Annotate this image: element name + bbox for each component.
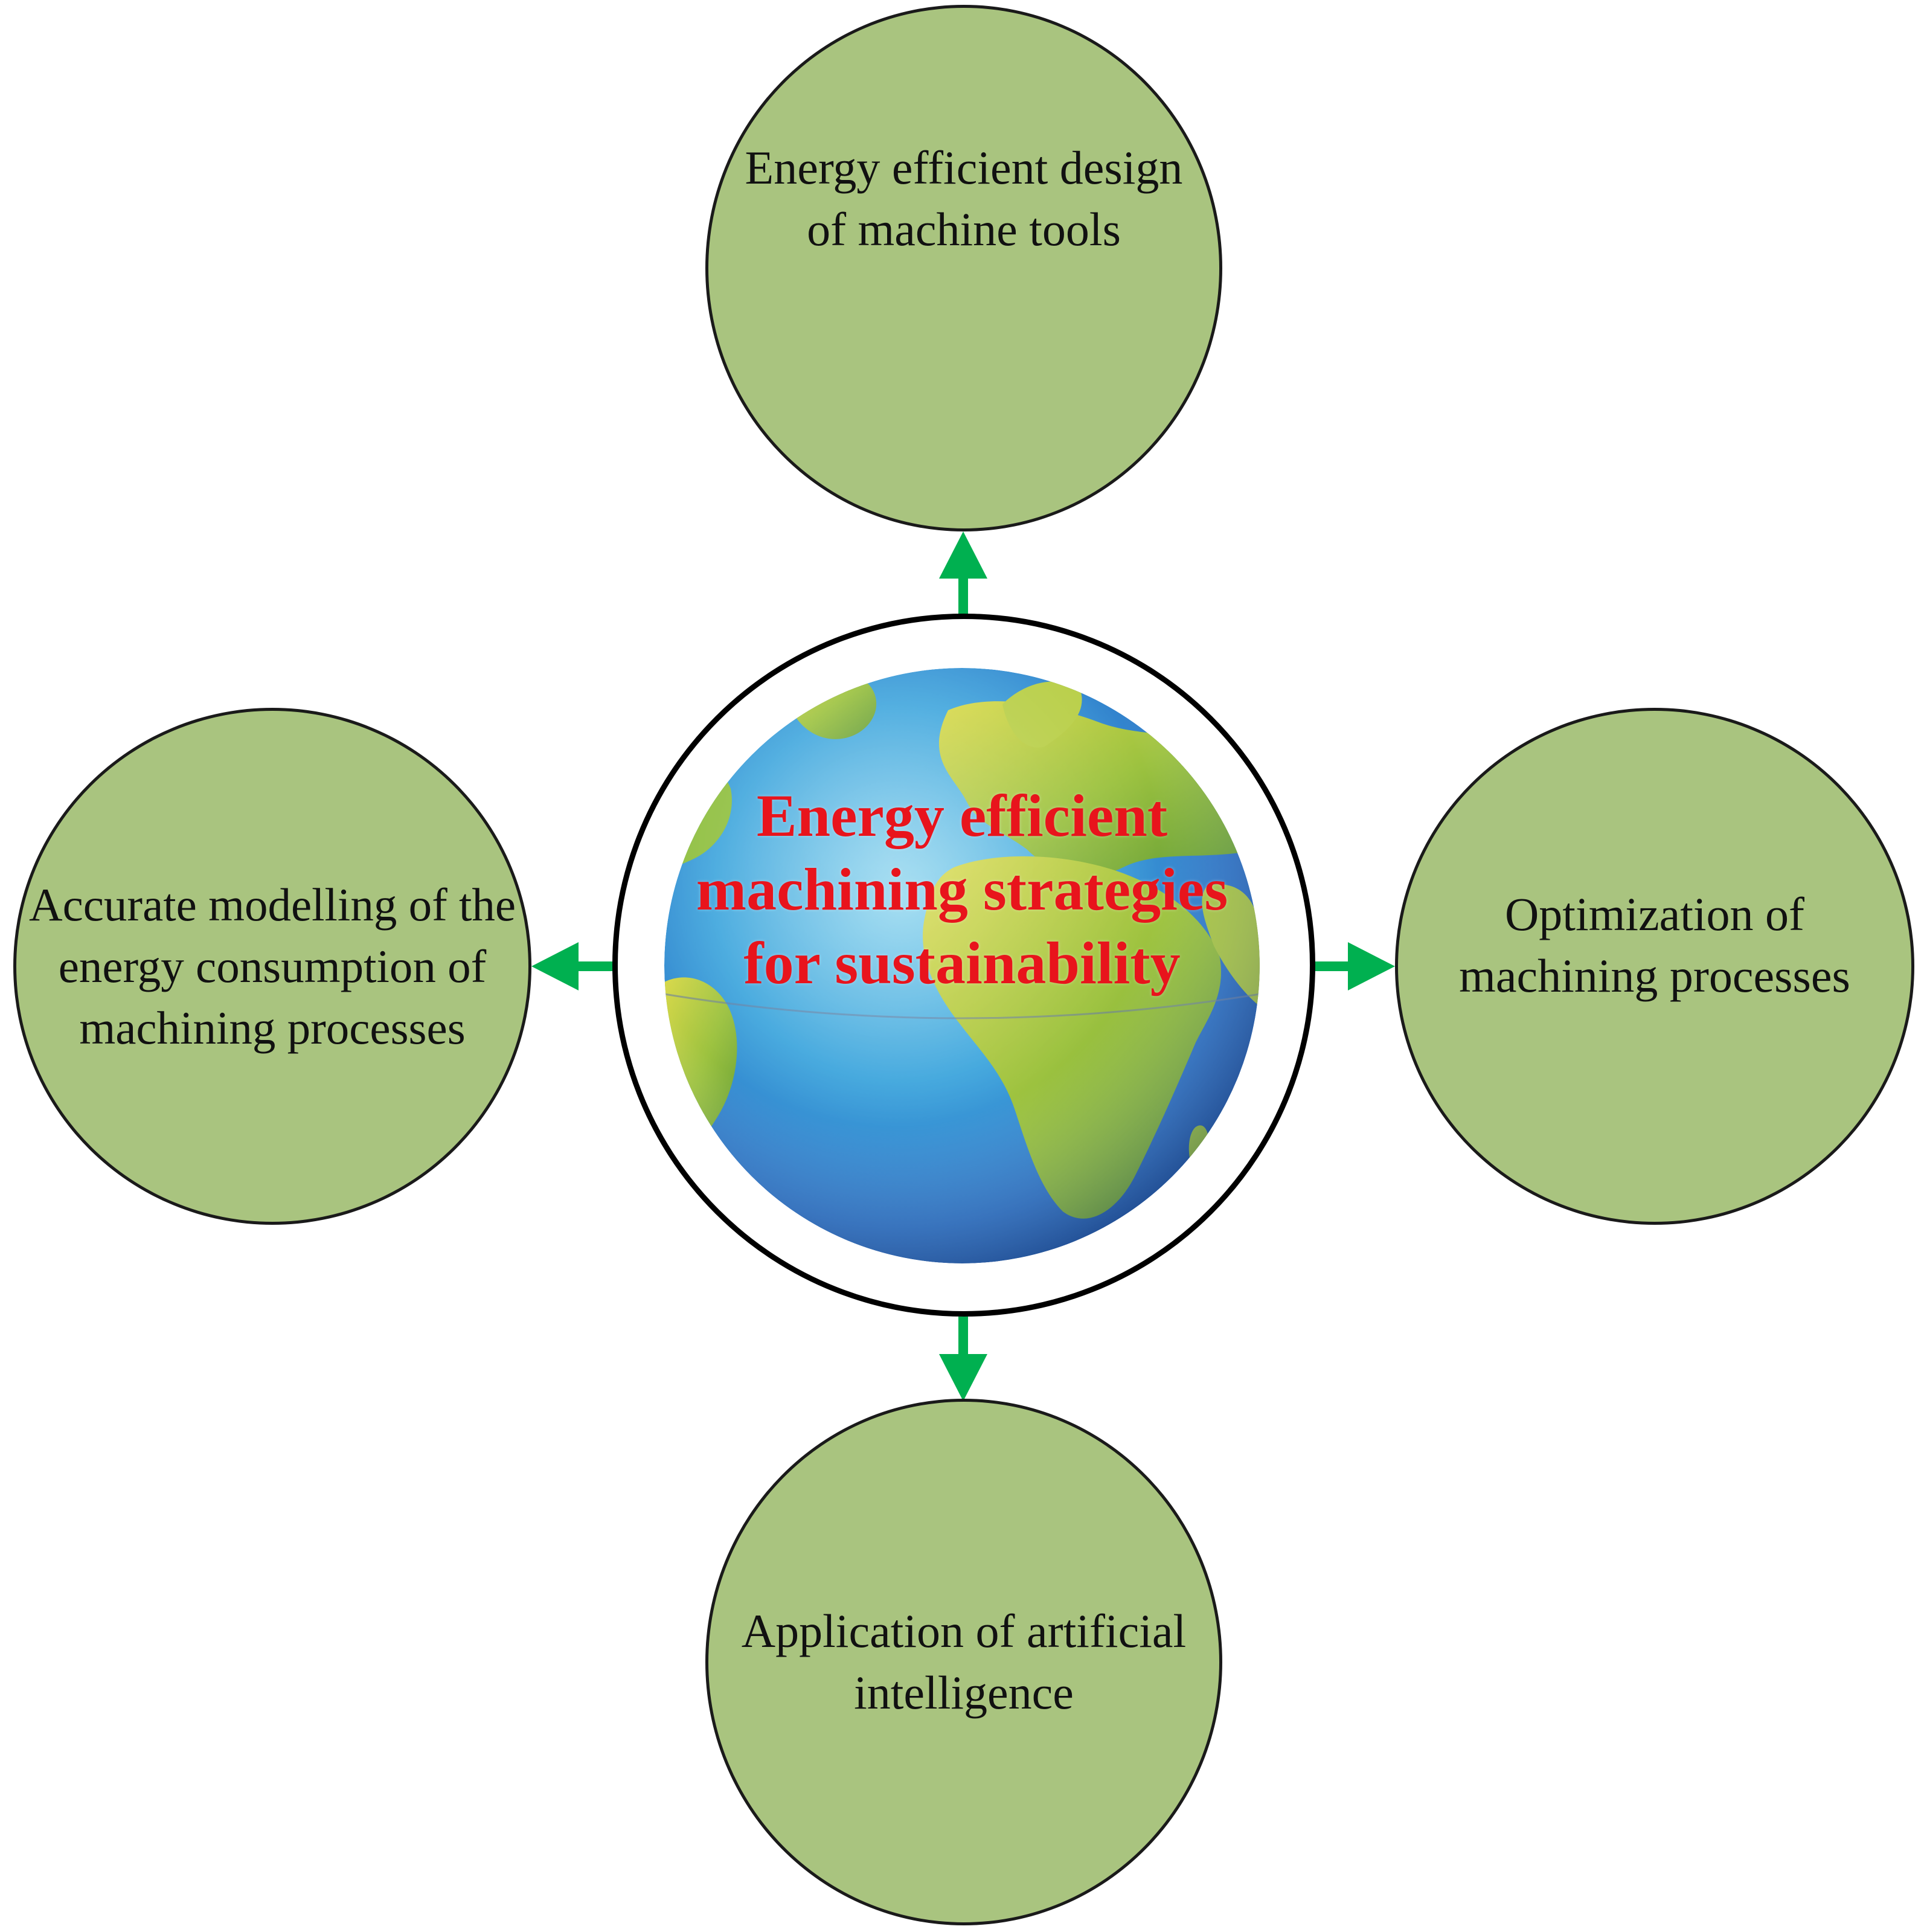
- node-label: Accurate modelling of the energy consump…: [28, 879, 516, 1054]
- center-title: Energy efficient machining strategies fo…: [696, 782, 1228, 996]
- node-artificial-intelligence: Application of artificial intelligence: [705, 1399, 1222, 1925]
- node-label: Energy efficient design of machine tools: [745, 141, 1183, 255]
- node-accurate-modelling: Accurate modelling of the energy consump…: [13, 708, 531, 1225]
- node-energy-efficient-design: Energy efficient design of machine tools: [705, 5, 1222, 531]
- node-label: Application of artificial intelligence: [741, 1605, 1187, 1719]
- arrow-up: [939, 531, 987, 616]
- arrow-down: [939, 1317, 987, 1401]
- earth-globe-icon: [664, 668, 1260, 1263]
- arrow-left: [531, 942, 616, 990]
- node-label: Optimization of machining processes: [1459, 888, 1850, 1002]
- arrow-right: [1310, 942, 1395, 990]
- node-optimization: Optimization of machining processes: [1395, 708, 1914, 1225]
